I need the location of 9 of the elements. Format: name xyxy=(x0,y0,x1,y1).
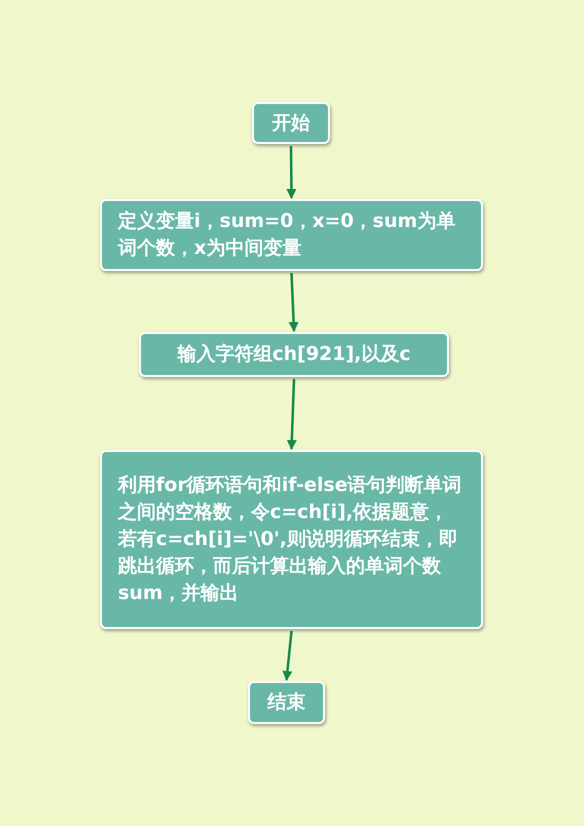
process-box: 输入字符组ch[921],以及c xyxy=(139,332,449,377)
process-box: 定义变量i，sum=0，x=0，sum为单词个数，x为中间变量 xyxy=(100,199,483,271)
process-box: 开始 xyxy=(252,102,330,144)
arrow xyxy=(288,272,299,332)
process-box: 结束 xyxy=(248,681,325,724)
arrow xyxy=(286,146,296,199)
arrow xyxy=(282,630,293,681)
process-box: 利用for循环语句和if-else语句判断单词之间的空格数，令c=ch[i],依据题意，若有c=ch[i]='\0',则说明循环结束，即跳出循环，而后计算出输入的单词个数sum，并输出 xyxy=(100,450,483,629)
arrow xyxy=(286,378,297,450)
